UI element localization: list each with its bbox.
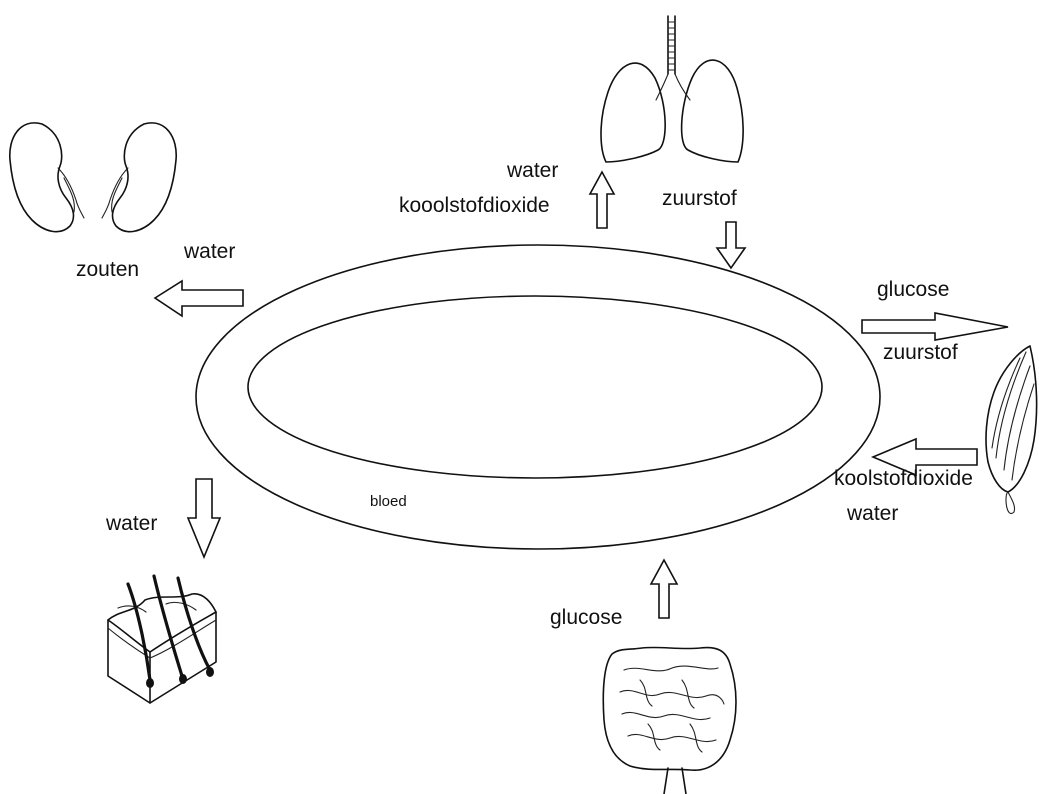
muscle-in-arrow [862, 313, 1008, 340]
lungs-water-label: water [506, 159, 558, 182]
lungs-icon [601, 16, 743, 162]
lungs-o2-label: zuurstof [662, 187, 737, 210]
lungs-in-arrow [717, 222, 745, 268]
lungs-out-arrow [590, 172, 614, 228]
blood-ring-outer [196, 245, 880, 549]
skin-water-label: water [105, 512, 157, 535]
muscle-co2-label: koolstofdioxide [834, 467, 973, 490]
bloed-label: bloed [370, 493, 407, 510]
intestines-icon [603, 647, 736, 794]
blood-ring: bloed [196, 245, 880, 549]
kidney-salts-label: zouten [76, 258, 139, 281]
lungs-co2-label: kooolstofdioxide [399, 194, 550, 217]
skin-icon [108, 576, 216, 703]
muscle-o2-label: zuurstof [883, 341, 958, 364]
intestine-in-arrow [651, 560, 677, 618]
intestine-glucose-label: glucose [550, 606, 622, 629]
kidneys-icon [10, 123, 176, 232]
blood-ring-inner [248, 296, 822, 478]
kidney-out-arrow [155, 281, 243, 316]
muscle-icon [986, 346, 1037, 514]
muscle-glucose-label: glucose [877, 278, 949, 301]
muscle-water-label: water [846, 502, 898, 525]
skin-out-arrow [188, 479, 220, 557]
kidney-water-label: water [183, 240, 235, 263]
